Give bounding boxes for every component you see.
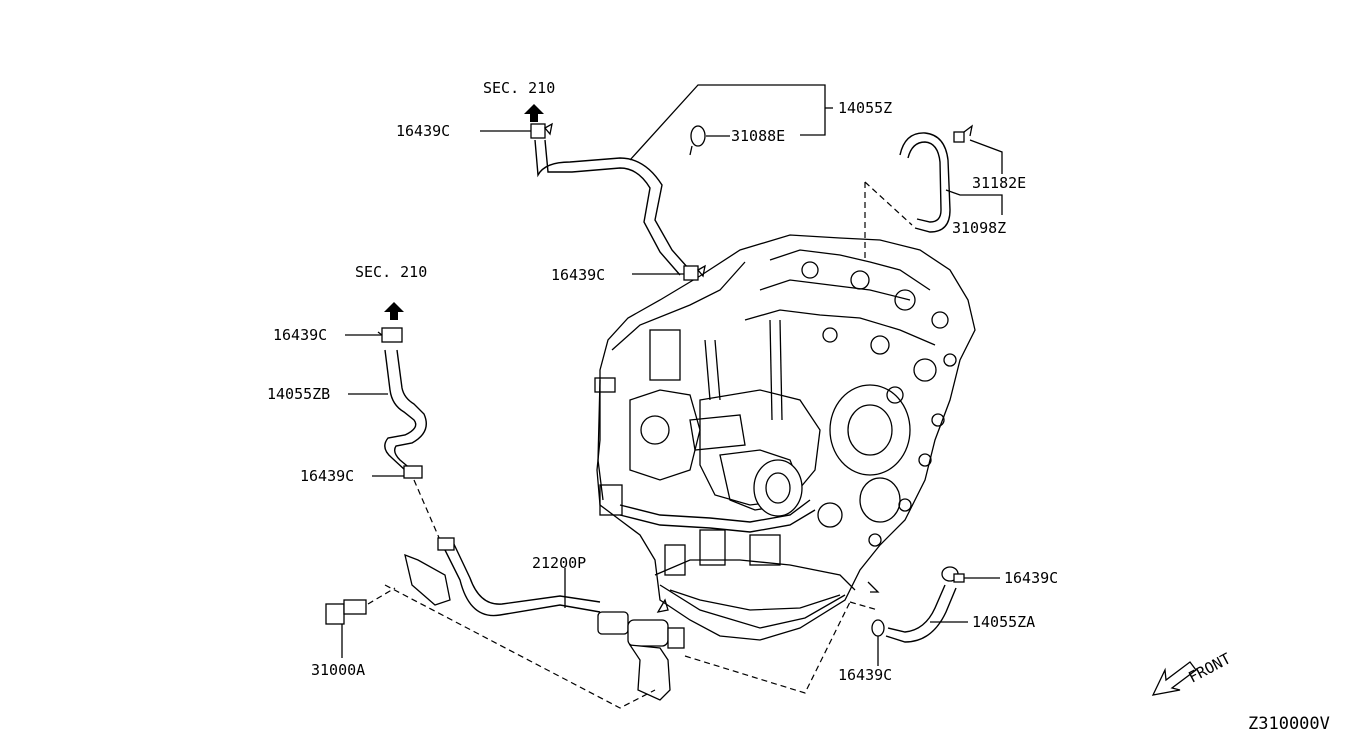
hose-14055zb [384,349,427,471]
label-14055za: 14055ZA [972,613,1035,631]
dashed-guide-bolt [367,587,396,605]
label-31088e: 31088E [731,127,785,145]
breather-hose-31098z [899,132,951,233]
bolt-31000a [325,599,367,625]
label-front: FRONT [1185,649,1233,686]
arrow-small-left [656,598,669,613]
oil-cooler-tube-21200p [404,537,685,701]
label-16439c-bottom: 16439C [838,666,892,684]
arrow-small-right [867,581,880,593]
label-sec-210-top: SEC. 210 [483,79,555,97]
label-16439c-left2: 16439C [300,467,354,485]
dashed-guide-left [413,479,441,541]
hose-clamp-16439c-bottom [871,619,885,637]
label-14055z: 14055Z [838,99,892,117]
label-16439c-right: 16439C [1004,569,1058,587]
label-16439c-top: 16439C [396,122,450,140]
label-31098z: 31098Z [952,219,1006,237]
dashed-guide-top-right [864,181,913,226]
arrow-up-icon-left [384,302,404,320]
leader-31182e [969,139,1003,174]
dashed-guide-lower-mid [684,601,851,694]
label-sec-210-left: SEC. 210 [355,263,427,281]
clip-31088e [689,125,706,156]
label-diagram-code: Z310000V [1248,714,1330,734]
bracket-14055z [629,84,826,161]
label-16439c-left1: 16439C [273,326,327,344]
dashed-guide-lower-right [849,601,879,611]
hose-clamp-16439c-left2 [403,465,423,479]
label-31000a: 31000A [311,661,365,679]
leader-31098z [945,189,1003,215]
dashed-guide-lower-left [384,584,656,709]
label-21200p: 21200P [532,554,586,572]
hose-14055z [534,139,689,276]
hose-clamp-16439c-mid [683,264,706,281]
label-31182e: 31182E [972,174,1026,192]
label-14055zb: 14055ZB [267,385,330,403]
hose-clamp-16439c-right [941,566,965,583]
transmission-assembly [594,234,976,641]
front-arrow-icon [1151,661,1197,696]
arrow-up-icon [524,104,544,122]
label-16439c-mid: 16439C [551,266,605,284]
hose-clamp-16439c-top [530,122,553,139]
hose-14055za [885,584,957,643]
clip-31182e [953,124,973,143]
